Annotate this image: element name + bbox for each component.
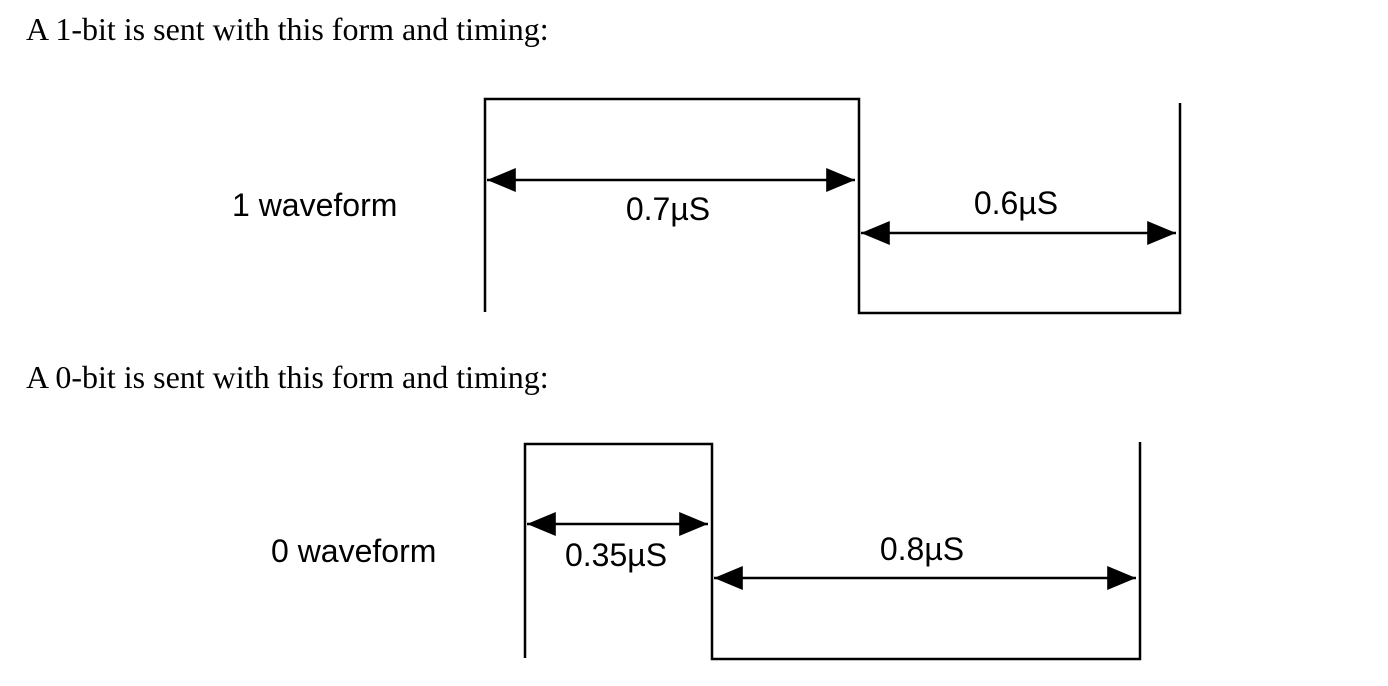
zero-bit-high-duration-label: 0.35µS [565, 537, 667, 573]
one-bit-signal-trace [483, 97, 1182, 315]
zero-bit-caption: A 0-bit is sent with this form and timin… [26, 359, 549, 395]
one-bit-caption: A 1-bit is sent with this form and timin… [26, 11, 549, 47]
zero-bit-low-duration-label: 0.8µS [880, 531, 964, 567]
one-bit-high-duration-label: 0.7µS [626, 191, 710, 227]
zero-bit-waveform: 0 waveform 0.35µS 0.8µS [271, 442, 1142, 661]
one-bit-low-duration-label: 0.6µS [974, 185, 1058, 221]
zero-bit-signal-trace [523, 442, 1142, 661]
zero-bit-waveform-label: 0 waveform [271, 533, 436, 569]
one-bit-waveform-label: 1 waveform [232, 187, 397, 223]
one-bit-waveform: 1 waveform 0.7µS 0.6µS [232, 97, 1182, 315]
